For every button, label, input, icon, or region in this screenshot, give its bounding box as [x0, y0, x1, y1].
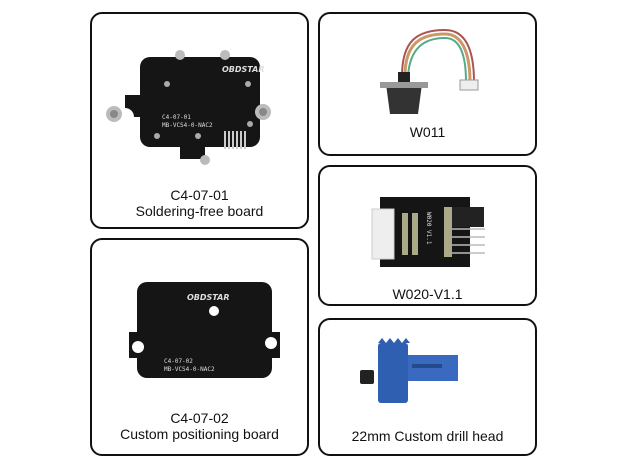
product-name: Soldering-free board [135, 203, 264, 219]
product-code: W020-V1.1 [392, 286, 463, 302]
obdstar-logo: OBDSTAR [222, 65, 265, 74]
obdstar-logo: OBDSTAR [187, 293, 230, 302]
custom-positioning-board-image: OBDSTAR C4-07-02 MB-VCS4-0-NAC2 [129, 282, 280, 378]
product-card-soldering-free-board: OBDSTAR C4-07-01 MB-VCS4-0-NAC2 C4-07-01… [90, 12, 309, 229]
product-card-drill-head: 22mm Custom drill head [318, 318, 537, 456]
product-code: C4-07-02 [170, 410, 229, 426]
w020-adapter-image: W020 V1.1 [371, 197, 485, 267]
board-text-code: C4-07-01 [162, 114, 191, 121]
board-text-model: MB-VCS4-0-NAC2 [164, 366, 215, 373]
board-text-model: MB-VCS4-0-NAC2 [162, 122, 213, 129]
product-card-w020: W020 V1.1 W020-V1.1 [318, 165, 537, 306]
soldering-free-board-image: OBDSTAR C4-07-01 MB-VCS4-0-NAC2 [106, 50, 271, 165]
product-name: 22mm Custom drill head [351, 428, 504, 444]
product-name: Custom positioning board [120, 426, 279, 442]
product-code: W011 [409, 124, 446, 140]
w011-cable-image [380, 28, 479, 114]
drill-head-image [360, 338, 458, 403]
product-card-custom-positioning-board: OBDSTAR C4-07-02 MB-VCS4-0-NAC2 C4-07-02… [90, 238, 309, 456]
product-card-w011: W011 [318, 12, 537, 156]
board-text: W020 V1.1 [425, 212, 432, 245]
board-text-code: C4-07-02 [164, 358, 193, 365]
product-code: C4-07-01 [170, 187, 229, 203]
